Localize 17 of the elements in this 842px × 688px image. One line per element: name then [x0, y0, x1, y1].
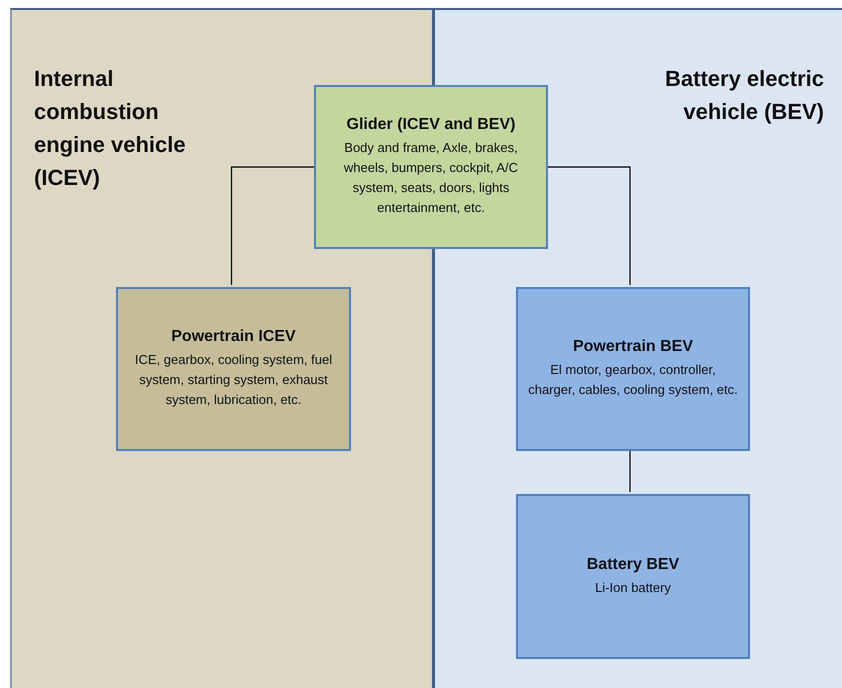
panel-title: Battery electric vehicle (BEV)	[664, 65, 824, 126]
component-box	[116, 287, 351, 451]
connector-line	[548, 166, 631, 285]
box-heading: Battery BEV	[586, 556, 680, 574]
box-description: Li-Ion battery	[595, 578, 671, 597]
connector-line	[230, 166, 314, 285]
box-heading: Powertrain BEV	[572, 338, 694, 356]
connector-line	[629, 449, 631, 492]
box-heading: Glider (ICEV and BEV)	[346, 116, 516, 134]
box-description: ICE, gearbox, cooling system, fuel system, starting system, exhaust system, lubrication, etc.	[134, 351, 334, 409]
component-box	[314, 85, 548, 249]
component-box	[516, 494, 750, 659]
panel-title: Internal combustion engine vehicle (ICEV)	[34, 65, 187, 192]
box-description: El motor, gearbox, controller, charger, cables, cooling system, etc.	[527, 361, 739, 399]
box-description: Body and frame, Axle, brakes, wheels, bumpers, cockpit, A/C system, seats, doors, lights entertainment, etc.	[342, 139, 520, 217]
component-box	[516, 287, 750, 451]
box-heading: Powertrain ICEV	[171, 328, 296, 346]
